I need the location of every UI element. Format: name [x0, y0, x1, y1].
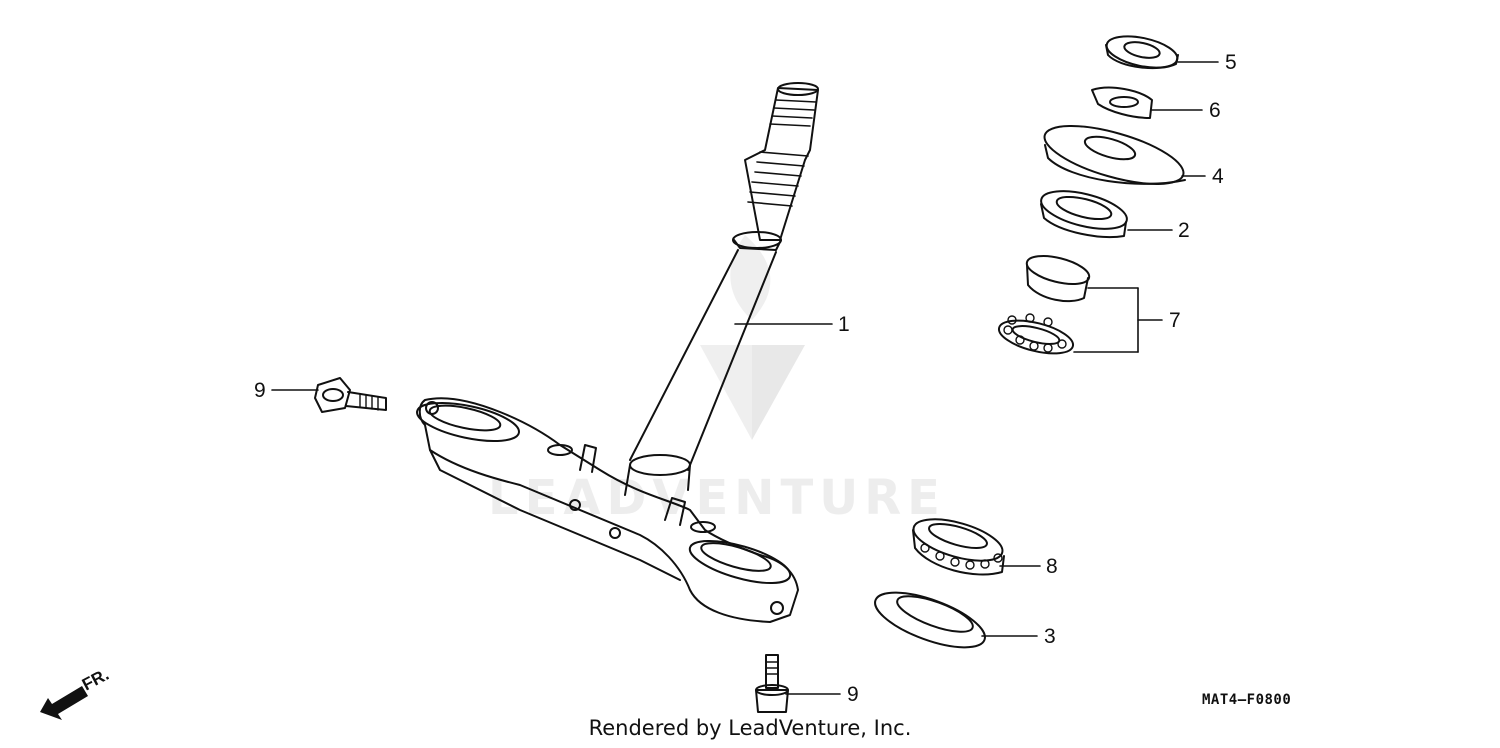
part-7-bearing-set: [997, 255, 1091, 355]
diagram-reference-code: MAT4–F0800: [1202, 692, 1292, 708]
part-5-lock-nut: [1105, 35, 1179, 70]
part-1-steering-stem: [624, 82, 819, 496]
callout-7: 7: [1169, 309, 1181, 332]
lower-triple-clamp: [416, 397, 799, 623]
footer-credit: Rendered by LeadVenture, Inc.: [588, 716, 912, 740]
callout-3: 3: [1044, 625, 1056, 648]
part-4-adjusting-nut: [1043, 124, 1186, 186]
callout-6: 6: [1209, 99, 1221, 122]
part-3-dust-seal: [874, 591, 986, 649]
part-6-lock-washer: [1091, 86, 1153, 119]
callout-4: 4: [1212, 165, 1224, 188]
part-8-lower-bearing: [912, 518, 1005, 576]
part-2-dust-seal: [1040, 190, 1128, 239]
callout-8: 8: [1046, 555, 1058, 578]
part-9-bolt-upper: [314, 377, 387, 413]
leader-lines: [271, 61, 1219, 695]
front-direction-arrow-icon: [40, 686, 88, 720]
callout-9-lower: 9: [847, 683, 859, 706]
part-9-bolt-lower: [755, 654, 789, 713]
callout-2: 2: [1178, 219, 1190, 242]
callout-1: 1: [838, 313, 850, 336]
watermark-text: LEADVENTURE: [488, 470, 946, 526]
callout-9-upper: 9: [254, 379, 266, 402]
callout-5: 5: [1225, 51, 1237, 74]
